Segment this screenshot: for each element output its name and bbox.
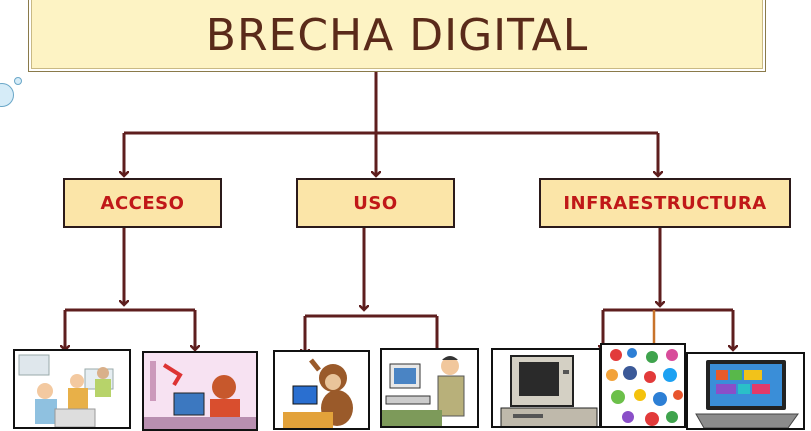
man-typing-at-computer-icon [380, 348, 479, 428]
people-using-computers-icon [13, 349, 131, 429]
node-infraestructura: INFRAESTRUCTURA [539, 178, 791, 228]
node-uso: USO [296, 178, 455, 228]
social-media-icons-cluster-icon [600, 343, 686, 428]
node-uso-label: USO [353, 192, 398, 214]
decorative-bubble-small [14, 77, 22, 85]
title-box: BRECHA DIGITAL [28, 0, 766, 72]
diagram-title: BRECHA DIGITAL [205, 9, 589, 61]
laptop-icon [686, 352, 805, 430]
person-at-computer-icon [142, 351, 258, 431]
old-desktop-computer-icon [491, 348, 601, 428]
confused-monkey-at-laptop-icon [273, 350, 370, 430]
node-acceso: ACCESO [63, 178, 222, 228]
node-acceso-label: ACCESO [100, 192, 185, 214]
node-infraestructura-label: INFRAESTRUCTURA [563, 192, 767, 214]
